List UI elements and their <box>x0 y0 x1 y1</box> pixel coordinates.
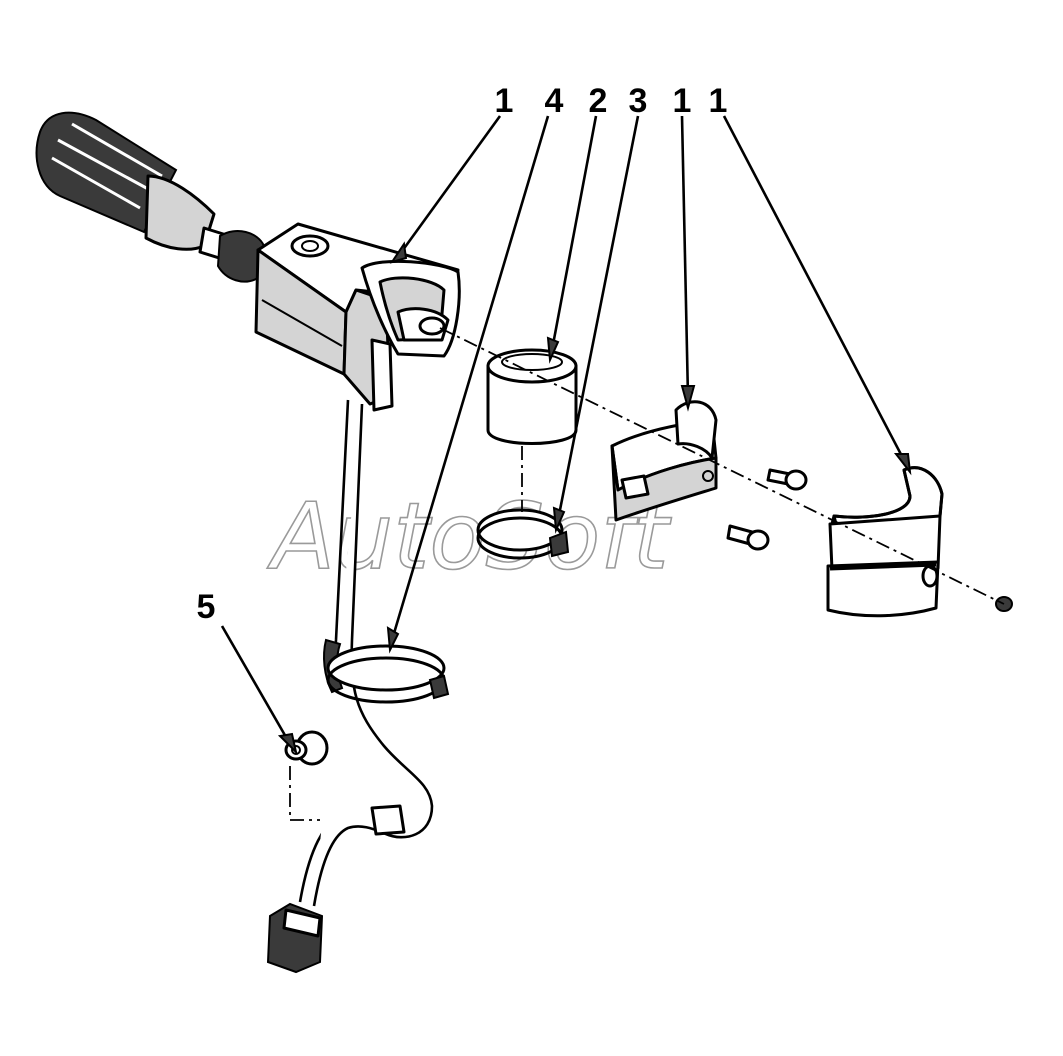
callout-labels: 1 4 2 3 1 1 5 <box>197 82 728 626</box>
callout-number: 2 <box>589 82 608 120</box>
clip-part-5 <box>284 730 329 766</box>
callout-number: 1 <box>709 82 728 120</box>
callout-number: 3 <box>629 82 648 120</box>
watermark-text: AutoSoft <box>267 483 672 590</box>
callout-number: 1 <box>673 82 692 120</box>
bracket-half-middle <box>610 400 718 522</box>
clamp-band-harness <box>326 644 450 704</box>
callout-number: 5 <box>197 588 216 626</box>
screw-upper <box>766 468 808 491</box>
bracket-half-outer <box>826 466 944 618</box>
assembly-axes <box>289 327 1005 821</box>
screw-small <box>995 596 1013 612</box>
hose-clamp-part-3 <box>476 508 570 560</box>
sleeve-part-2 <box>486 348 578 445</box>
callout-number: 1 <box>495 82 514 120</box>
leader-lines <box>220 115 912 756</box>
switch-body <box>254 222 461 412</box>
callout-number: 4 <box>545 82 564 120</box>
lever-handle <box>35 111 266 283</box>
screw-lower <box>726 524 770 551</box>
